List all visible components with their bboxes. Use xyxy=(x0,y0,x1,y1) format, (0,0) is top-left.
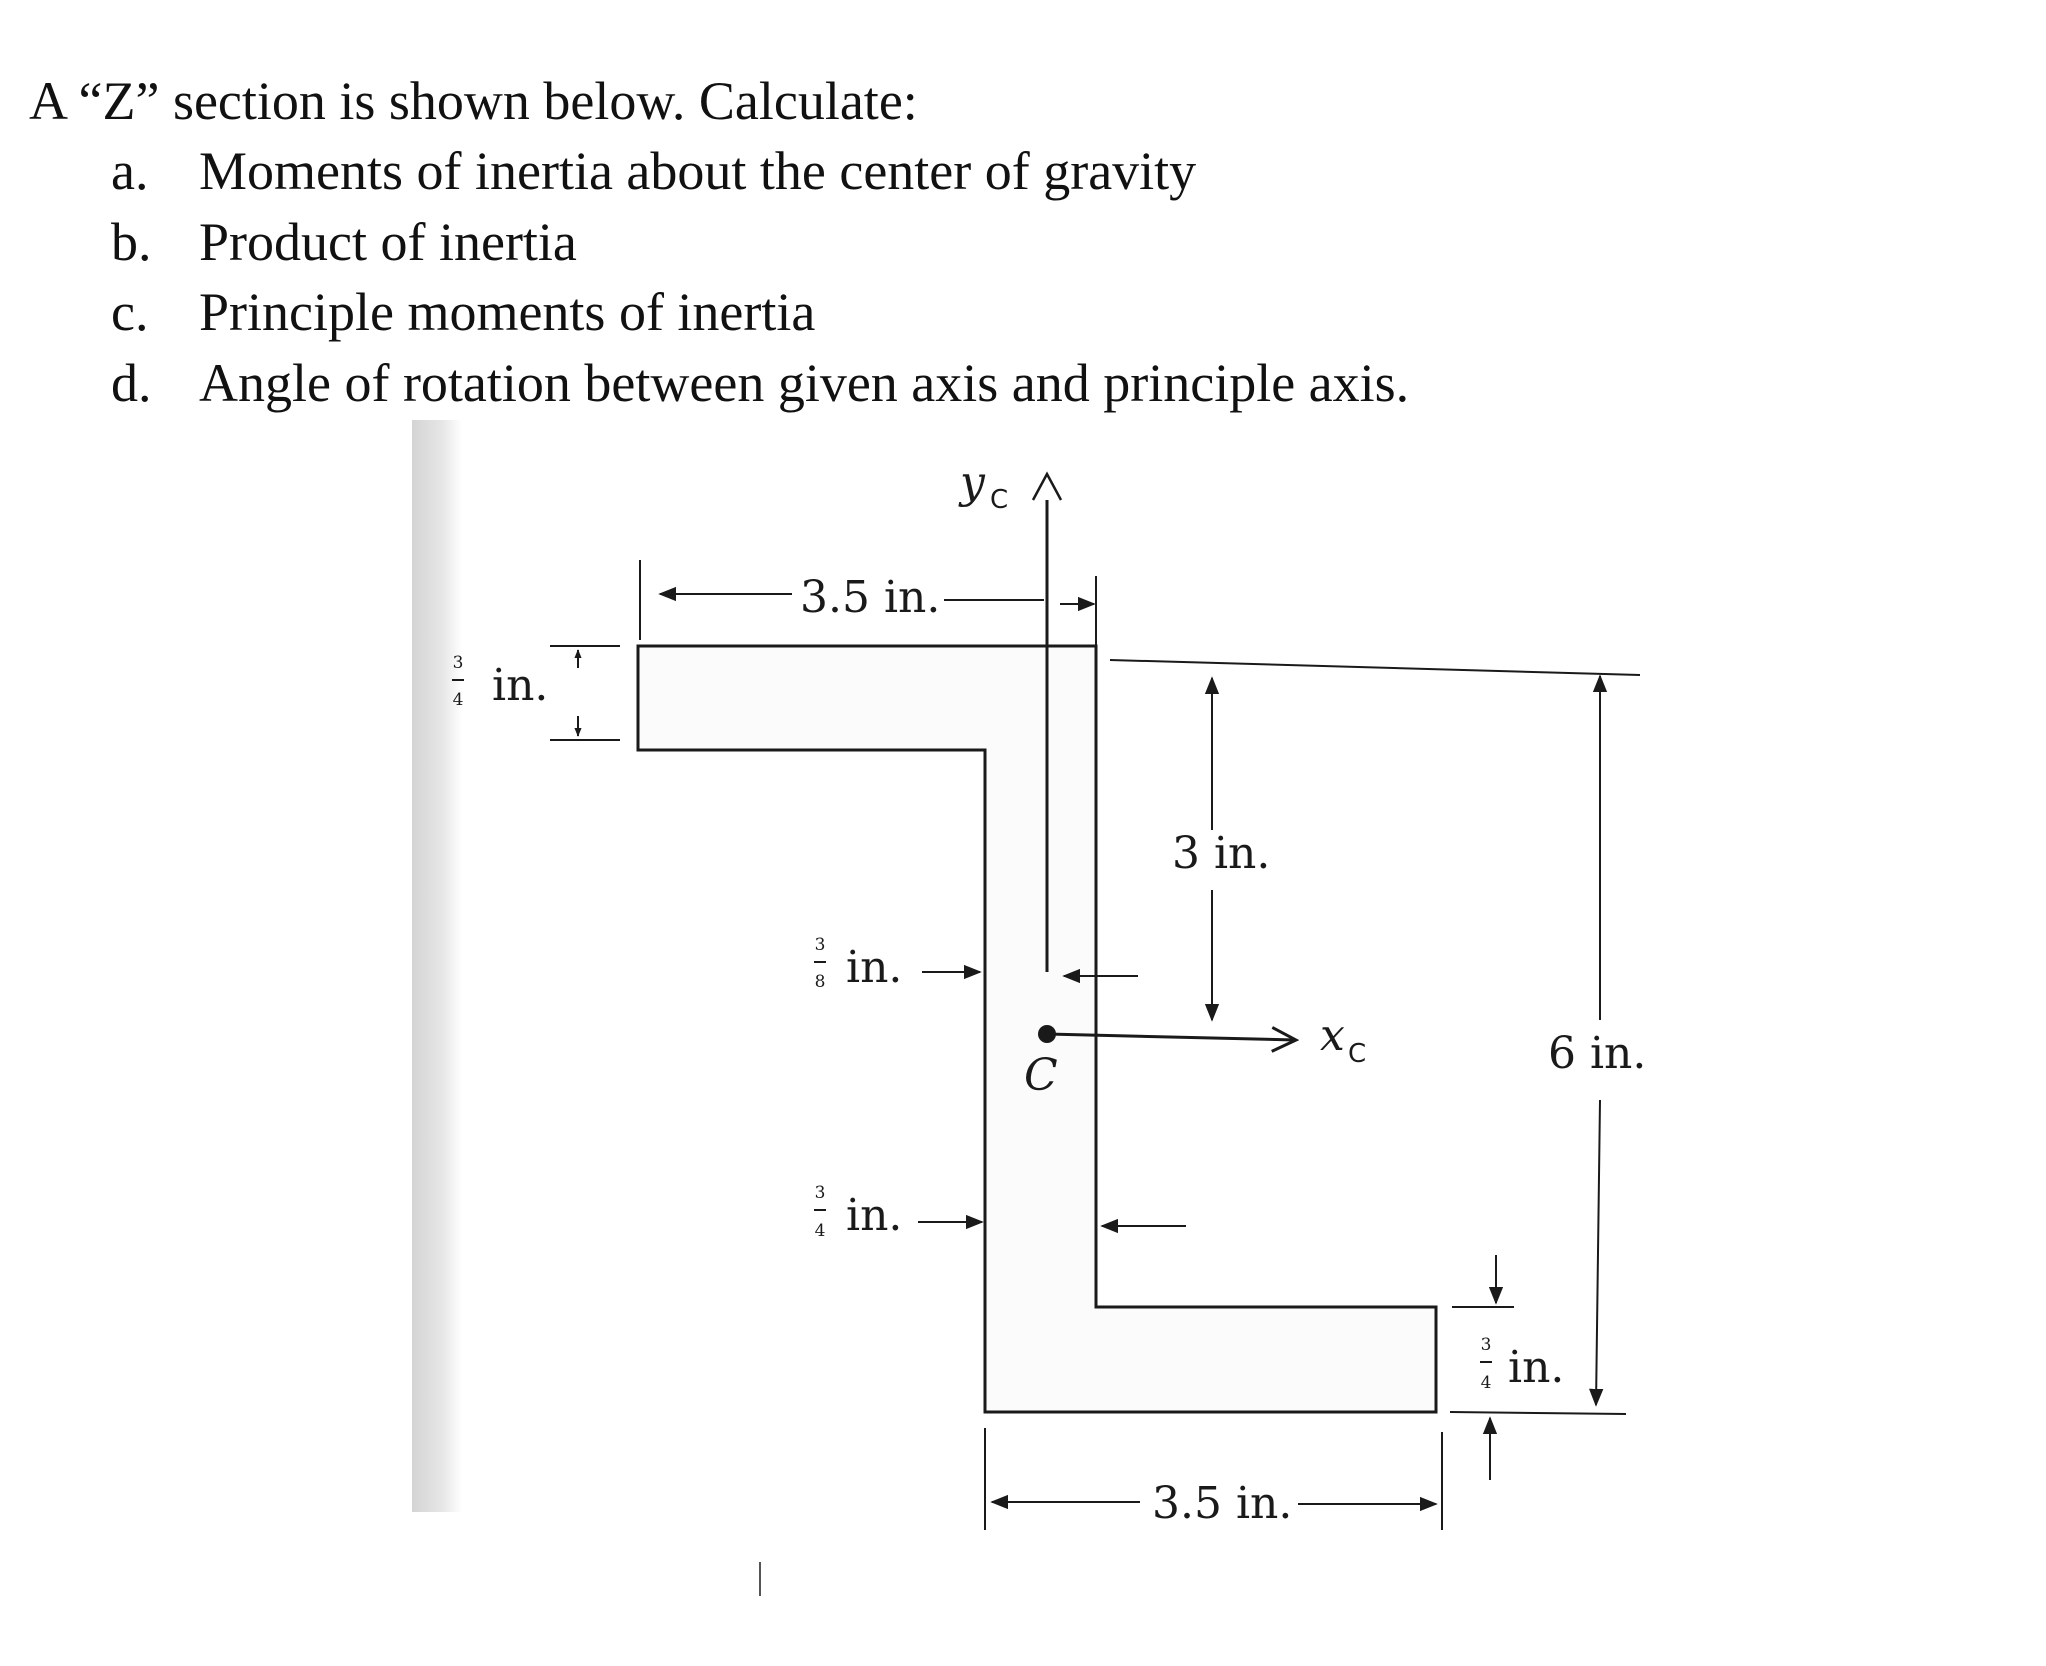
problem-part-a: a. Moments of inertia about the center of… xyxy=(29,136,1729,207)
web-thickness-denominator: 8 xyxy=(815,972,826,992)
yc-axis-label: y xyxy=(958,457,986,508)
height-label: 6 in. xyxy=(1548,1028,1646,1079)
part-text: Moments of inertia about the center of g… xyxy=(199,141,1197,201)
top-flange-unit: in. xyxy=(492,660,548,711)
lower-web-unit: in. xyxy=(846,1190,902,1241)
top-flange-numerator: 3 xyxy=(453,653,464,673)
xc-axis-subscript: C xyxy=(1348,1039,1366,1069)
bottom-flange-unit: in. xyxy=(1508,1342,1564,1393)
top-flange-thickness-dimension: 3 4 in. xyxy=(452,645,620,741)
top-flange-denominator: 4 xyxy=(453,690,464,710)
web-thickness-dimension: 3 8 in. xyxy=(814,935,1138,993)
bottom-width-dimension: 3.5 in. xyxy=(984,1428,1443,1530)
lower-web-denominator: 4 xyxy=(815,1221,826,1241)
problem-intro: A “Z” section is shown below. Calculate: xyxy=(29,71,918,131)
problem-statement: A “Z” section is shown below. Calculate:… xyxy=(29,66,1729,418)
bottom-width-label: 3.5 in. xyxy=(1152,1478,1292,1529)
top-width-dimension: 3.5 in. xyxy=(639,560,1097,648)
problem-parts-list: a. Moments of inertia about the center of… xyxy=(29,136,1729,418)
part-letter: c. xyxy=(111,282,149,342)
yc-axis: y C xyxy=(958,457,1063,972)
part-text: Product of inertia xyxy=(199,211,577,272)
upper-web-dimension: 3 in. xyxy=(1172,676,1270,1022)
centroid-point xyxy=(1038,1025,1056,1043)
part-letter: d. xyxy=(111,352,152,413)
problem-part-b: b. Product of inertia xyxy=(29,207,1729,278)
bottom-flange-numerator: 3 xyxy=(1481,1335,1492,1355)
scan-shadow xyxy=(412,420,462,1512)
z-section-shape xyxy=(636,644,1438,1414)
part-text: Principle moments of inertia xyxy=(199,282,816,342)
lower-web-dimension: 3 4 in. xyxy=(814,1183,1186,1241)
xc-axis-label: x xyxy=(1320,1010,1345,1061)
web-thickness-numerator: 3 xyxy=(815,935,826,955)
height-dimension: 6 in. xyxy=(1449,674,1646,1415)
upper-web-label: 3 in. xyxy=(1172,828,1270,879)
part-text: Angle of rotation between given axis and… xyxy=(199,352,1410,413)
top-width-label: 3.5 in. xyxy=(800,572,940,623)
problem-part-d: d. Angle of rotation between given axis a… xyxy=(29,348,1729,419)
top-reference-line xyxy=(1109,659,1641,676)
part-letter: a. xyxy=(111,141,149,201)
bottom-flange-thickness-dimension: 3 4 in. xyxy=(1452,1255,1564,1480)
problem-part-c: c. Principle moments of inertia xyxy=(29,277,1729,348)
yc-axis-subscript: C xyxy=(990,485,1008,515)
lower-web-numerator: 3 xyxy=(815,1183,826,1203)
centroid-label: C xyxy=(1024,1050,1058,1101)
web-thickness-unit: in. xyxy=(846,942,902,993)
xc-axis: x C xyxy=(1046,1010,1366,1069)
bottom-flange-denominator: 4 xyxy=(1481,1373,1492,1393)
part-letter: b. xyxy=(111,211,152,272)
